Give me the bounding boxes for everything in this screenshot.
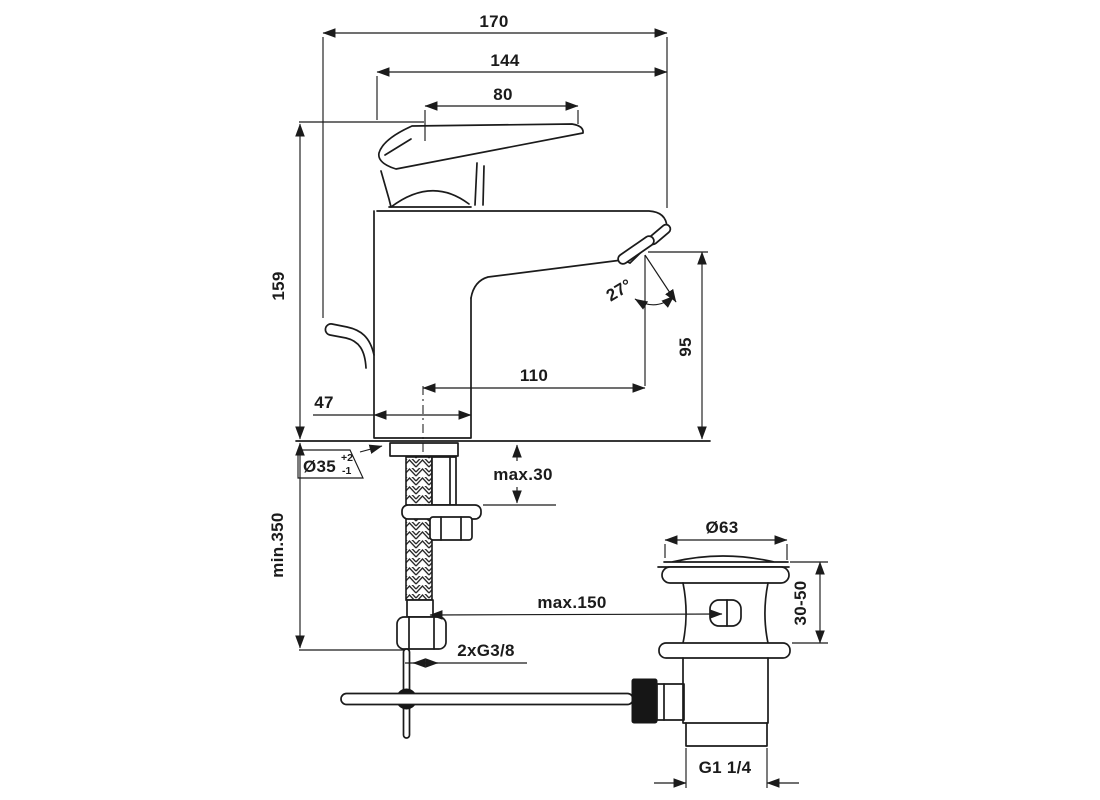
faucet-handle-lever (377, 123, 584, 208)
label-spout-tip-depth: 144 (490, 51, 520, 70)
label-max-deck-thickness: max.30 (493, 465, 552, 484)
rod-hole (709, 599, 742, 627)
horizontal-rod (340, 692, 634, 706)
tailpiece (682, 657, 769, 724)
label-total-height: 159 (269, 271, 288, 300)
handle-neck (474, 162, 485, 206)
tailpiece-thread (685, 722, 768, 747)
shank-collar (389, 442, 459, 457)
under-deck-assembly (389, 442, 482, 650)
drain-locknut (658, 642, 791, 659)
label-min-hose-length: min.350 (268, 512, 287, 577)
spout-underside (470, 259, 623, 299)
label-max-rod-reach: max.150 (537, 593, 606, 612)
faucet-body (324, 162, 672, 439)
label-waste-thread: G1 1/4 (699, 758, 752, 777)
hose-connection-nut (396, 616, 447, 650)
label-waste-deck-range: 30-50 (791, 581, 810, 626)
rod-bracket (656, 683, 685, 721)
label-spray-angle: 27° (603, 275, 636, 305)
drain-flange (661, 566, 790, 584)
label-body-depth: 47 (314, 393, 334, 412)
dimension-labels: 170 144 80 159 47 110 95 27° max.30 min.… (268, 12, 810, 777)
label-overall-depth: 170 (479, 12, 508, 31)
label-spout-reach: 110 (520, 366, 548, 385)
extension-lines (299, 37, 828, 788)
braided-hose-upper (405, 456, 433, 601)
aerator (617, 223, 672, 265)
label-hole-diameter: Ø35 +2 -1 (303, 448, 357, 477)
threaded-shank (431, 456, 457, 506)
label-waste-flange-diameter: Ø63 (705, 518, 738, 537)
angle-spray-line (644, 254, 677, 303)
label-handle-length: 80 (493, 85, 513, 104)
angle-arc (634, 295, 675, 310)
pop-up-waste-drain (657, 555, 791, 747)
label-hole-tol-plus: +2 (341, 452, 353, 464)
plug-dome (657, 555, 790, 568)
lever-outline (377, 123, 584, 170)
hose-ferrule (406, 599, 434, 618)
label-supply-thread: 2xG3/8 (457, 641, 515, 660)
body-edges (373, 210, 472, 439)
label-hole-tol-minus: -1 (342, 465, 351, 477)
label-spout-height: 95 (676, 337, 695, 357)
dim-max150-line (429, 609, 723, 620)
rod-clamp-block (631, 678, 658, 724)
handle-dome (388, 189, 472, 208)
dimension-lines (295, 28, 825, 788)
handle-open-position-tab (324, 323, 375, 369)
mounting-nut (429, 516, 473, 541)
pop-up-rod-linkage (340, 648, 685, 739)
hole-dia-leader (359, 444, 383, 454)
hole-dia-flag-box (297, 449, 364, 479)
